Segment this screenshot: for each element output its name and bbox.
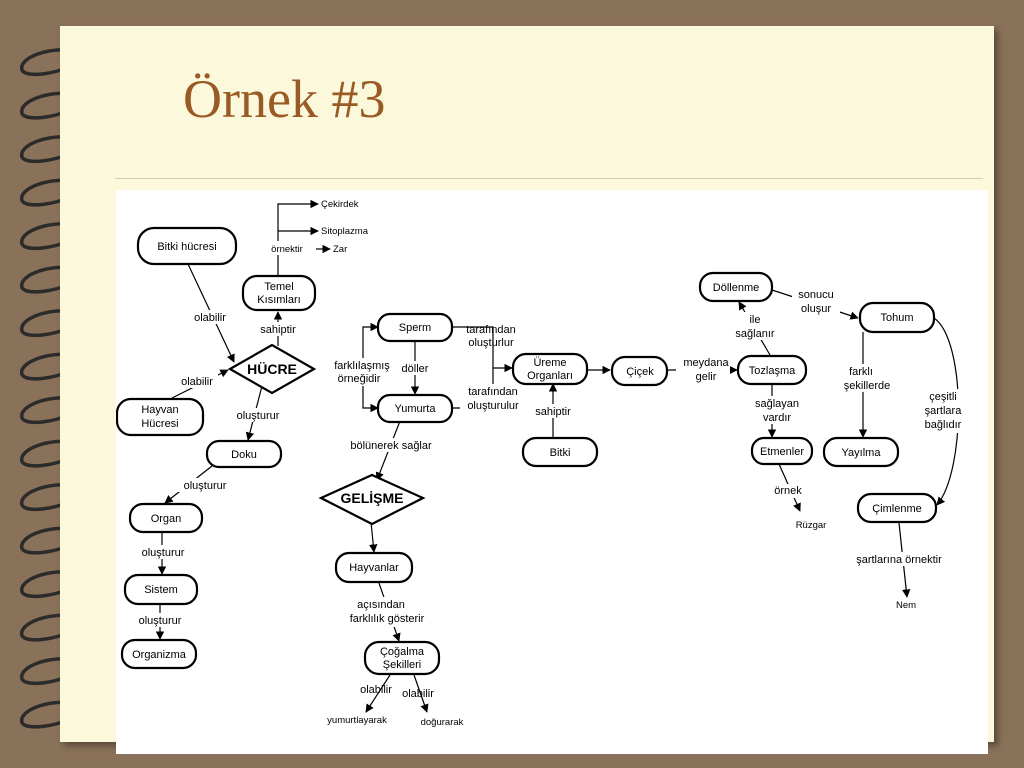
node-organ: Organ <box>128 502 204 534</box>
node-doku: Doku <box>205 439 283 469</box>
svg-text:Tozlaşma: Tozlaşma <box>749 365 796 377</box>
node-sistem: Sistem <box>123 573 199 606</box>
leaf-cekirdek: Çekirdek <box>321 199 359 210</box>
leaf-nem: Nem <box>896 600 916 611</box>
leaf-dogurarak: doğurarak <box>421 717 464 728</box>
link-label: şekillerde <box>844 380 890 392</box>
link-label: oluşturur <box>142 547 185 559</box>
link-label: meydana <box>683 357 729 369</box>
leaf-yumurtlayarak: yumurtlayarak <box>327 715 387 726</box>
node-sperm: Sperm <box>376 312 454 343</box>
node-gelisme: GELİŞME <box>318 473 426 526</box>
link-label: gelir <box>696 371 717 383</box>
svg-text:Kısımları: Kısımları <box>257 294 300 306</box>
node-etmenler: Etmenler <box>750 436 814 466</box>
svg-text:Bitki: Bitki <box>550 447 571 459</box>
link-label: sonucu <box>798 289 833 301</box>
link-label: oluşturur <box>184 480 227 492</box>
link-label: oluşur <box>801 303 831 315</box>
leaf-ruzgar: Rüzgar <box>796 520 827 531</box>
svg-text:Sistem: Sistem <box>144 584 178 596</box>
link-label: çeşitli <box>929 391 957 403</box>
node-cogalma-sekilleri: Çoğalma Şekilleri <box>363 640 441 676</box>
svg-text:Doku: Doku <box>231 449 257 461</box>
link-label: şartlarına örnektir <box>856 554 942 566</box>
svg-text:Çoğalma: Çoğalma <box>380 646 425 658</box>
link-label: tarafından <box>468 386 518 398</box>
link-label: döller <box>402 363 429 375</box>
node-hayvanlar: Hayvanlar <box>334 551 414 584</box>
svg-text:Şekilleri: Şekilleri <box>383 659 422 671</box>
link-label: sağlanır <box>735 328 774 340</box>
svg-text:GELİŞME: GELİŞME <box>340 490 403 506</box>
link-label: oluşturlur <box>468 337 514 349</box>
svg-text:Sperm: Sperm <box>399 322 431 334</box>
svg-text:Organları: Organları <box>527 370 573 382</box>
svg-text:Etmenler: Etmenler <box>760 446 804 458</box>
node-ureme-organlari: Üreme Organları <box>511 352 589 386</box>
link-label: oluşturulur <box>467 400 519 412</box>
leaf-zar: Zar <box>333 244 347 255</box>
link-label: olabilir <box>181 376 213 388</box>
svg-text:HÜCRE: HÜCRE <box>247 361 297 377</box>
link-labels: örnektir sahiptir olabilir olabilir oluş… <box>133 241 968 700</box>
concept-nodes: Bitki hücresi Temel Kısımları HÜCRE Hayv… <box>116 226 938 676</box>
link-label: örnektir <box>271 244 303 255</box>
link-label: tarafından <box>466 324 516 336</box>
svg-text:Hücresi: Hücresi <box>141 418 178 430</box>
node-hayvan-hucresi: Hayvan Hücresi <box>116 397 205 437</box>
link-label: açısından <box>357 599 405 611</box>
leaf-sitoplazma: Sitoplazma <box>321 226 369 237</box>
node-cimlenme: Çimlenme <box>856 492 938 524</box>
concept-map-panel: örnektir sahiptir olabilir olabilir oluş… <box>116 190 988 754</box>
svg-text:Bitki hücresi: Bitki hücresi <box>157 241 216 253</box>
svg-text:Çimlenme: Çimlenme <box>872 503 922 515</box>
svg-text:Organ: Organ <box>151 513 182 525</box>
link-label: bağlıdır <box>925 419 962 431</box>
link-label: oluşturur <box>139 615 182 627</box>
link-label: farklılaşmış <box>334 360 390 372</box>
link-label: farklılık gösterir <box>350 613 425 625</box>
leaf-terms: Çekirdek Sitoplazma Zar Rüzgar Nem yumur… <box>321 199 916 728</box>
link-label: sağlayan <box>755 398 799 410</box>
svg-text:Temel: Temel <box>264 281 293 293</box>
link-label: farklı <box>849 366 873 378</box>
node-organizma: Organizma <box>120 638 198 670</box>
svg-text:Yumurta: Yumurta <box>395 403 437 415</box>
node-bitki: Bitki <box>521 436 599 468</box>
svg-text:Üreme: Üreme <box>533 357 566 369</box>
svg-text:Organizma: Organizma <box>132 649 187 661</box>
node-cicek: Çiçek <box>610 355 669 387</box>
link-label: sahiptir <box>260 324 296 336</box>
link-label: olabilir <box>402 688 434 700</box>
link-label: ile <box>749 314 760 326</box>
svg-text:Tohum: Tohum <box>880 312 913 324</box>
link-label: vardır <box>763 412 791 424</box>
link-label: örnek <box>774 485 802 497</box>
node-temel-kisimlari: Temel Kısımları <box>241 274 317 312</box>
concept-map: örnektir sahiptir olabilir olabilir oluş… <box>116 199 968 728</box>
link-label: olabilir <box>360 684 392 696</box>
svg-text:Yayılma: Yayılma <box>842 447 882 459</box>
link-label: bölünerek sağlar <box>350 440 432 452</box>
link-label: sahiptir <box>535 406 571 418</box>
slide-title: Örnek #3 <box>183 69 386 129</box>
node-tozlasma: Tozlaşma <box>736 354 808 386</box>
svg-text:Hayvan: Hayvan <box>141 404 178 416</box>
link-label: örneğidir <box>338 373 381 385</box>
node-bitki-hucresi: Bitki hücresi <box>136 226 238 266</box>
node-hucre: HÜCRE <box>227 343 317 395</box>
link-label: olabilir <box>194 312 226 324</box>
node-yayilma: Yayılma <box>822 436 900 468</box>
link-label: şartlara <box>925 405 963 417</box>
node-tohum: Tohum <box>858 301 936 334</box>
title-divider <box>115 178 983 179</box>
svg-text:Hayvanlar: Hayvanlar <box>349 562 399 574</box>
svg-text:Çiçek: Çiçek <box>626 366 654 378</box>
link-label: oluşturur <box>237 410 280 422</box>
node-dollenme: Döllenme <box>698 271 774 303</box>
svg-text:Döllenme: Döllenme <box>713 282 759 294</box>
node-yumurta: Yumurta <box>376 393 454 424</box>
